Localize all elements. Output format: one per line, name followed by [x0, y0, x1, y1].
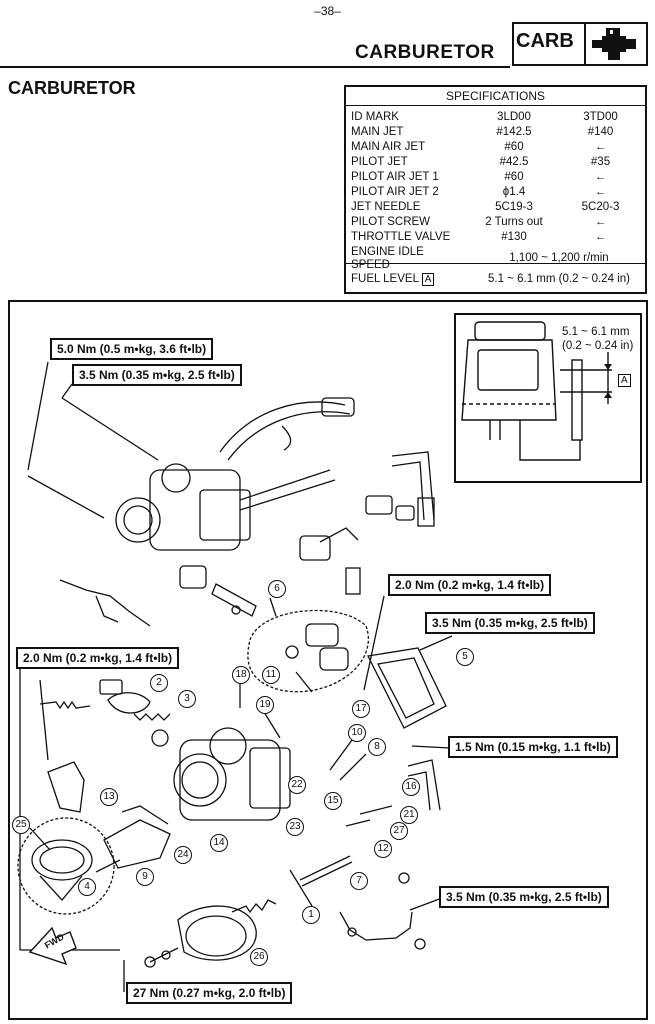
section-badge: [512, 22, 648, 66]
spec-row-fuel: FUEL LEVEL A 5.1 ~ 6.1 mm (0.2 ~ 0.24 in…: [351, 273, 630, 286]
callout-2: 2: [150, 674, 168, 692]
spec-row: MAIN JET#142.5#140: [351, 126, 614, 138]
callout-7: 7: [350, 872, 368, 890]
torque-label: 5.0 Nm (0.5 m•kg, 3.6 ft•lb): [50, 338, 214, 360]
callout-12: 12: [374, 840, 392, 858]
header-title: CARBURETOR: [355, 42, 495, 63]
fuel-level-note: 5.1 ~ 6.1 mm (0.2 ~ 0.24 in): [562, 326, 634, 352]
torque-label: 27 Nm (0.27 m•kg, 2.0 ft•lb): [126, 982, 293, 1004]
section-title: CARBURETOR: [8, 78, 136, 98]
callout-22: 22: [288, 776, 306, 794]
callout-26: 26: [250, 948, 268, 966]
callout-10: 10: [348, 724, 366, 742]
spec-row-idle: ENGINE IDLE: [351, 246, 424, 258]
spec-row: MAIN AIR JET#60←: [351, 141, 607, 153]
torque-label: 2.0 Nm (0.2 m•kg, 1.4 ft•lb): [16, 647, 180, 669]
torque-label: 3.5 Nm (0.35 m•kg, 2.5 ft•lb): [425, 612, 595, 634]
callout-18: 18: [232, 666, 250, 684]
callout-16: 16: [402, 778, 420, 796]
specifications-heading: SPECIFICATIONS: [346, 87, 645, 106]
callout-1: 1: [302, 906, 320, 924]
inset-level-mark: A: [618, 374, 631, 387]
callout-8: 8: [368, 738, 386, 756]
callout-6: 6: [268, 580, 286, 598]
spec-divider: [346, 263, 645, 264]
spec-idle-value: 1,100 ~ 1,200 r/min: [509, 252, 609, 264]
torque-label: 3.5 Nm (0.35 m•kg, 2.5 ft•lb): [439, 886, 609, 908]
spec-row: PILOT JET#42.5#35: [351, 156, 611, 168]
callout-3: 3: [178, 690, 196, 708]
callout-14: 14: [210, 834, 228, 852]
carburetor-icon: [592, 28, 636, 60]
callout-11: 11: [262, 666, 280, 684]
torque-label: 1.5 Nm (0.15 m•kg, 1.1 ft•lb): [448, 736, 618, 758]
page-number: –38–: [314, 4, 341, 18]
callout-19: 19: [256, 696, 274, 714]
callout-25: 25: [12, 816, 30, 834]
fuel-level-mark: A: [421, 273, 435, 286]
section-badge-label: CARB: [516, 30, 574, 52]
callout-17: 17: [352, 700, 370, 718]
torque-label: 2.0 Nm (0.2 m•kg, 1.4 ft•lb): [388, 574, 552, 596]
callout-21: 21: [400, 806, 418, 824]
callout-5: 5: [456, 648, 474, 666]
spec-row: THROTTLE VALVE#130←: [351, 231, 607, 243]
header-rule: [0, 66, 510, 68]
exploded-diagram-frame: [8, 300, 648, 1020]
torque-label: 3.5 Nm (0.35 m•kg, 2.5 ft•lb): [72, 364, 242, 386]
callout-4: 4: [78, 878, 96, 896]
fuel-level-inset: [454, 313, 642, 483]
spec-row-idle: SPEED: [351, 259, 390, 271]
callout-27: 27: [390, 822, 408, 840]
callout-24: 24: [174, 846, 192, 864]
callout-9: 9: [136, 868, 154, 886]
badge-divider: [584, 22, 586, 66]
callout-13: 13: [100, 788, 118, 806]
callout-15: 15: [324, 792, 342, 810]
spec-row: PILOT AIR JET 1#60←: [351, 171, 607, 183]
callout-23: 23: [286, 818, 304, 836]
